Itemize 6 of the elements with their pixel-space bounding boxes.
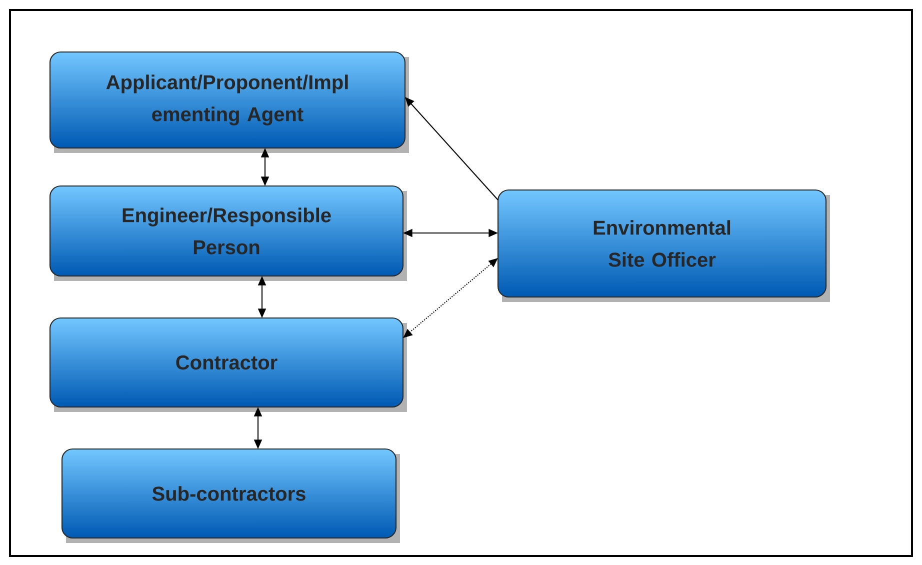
process-box: Sub-contractors xyxy=(61,448,397,539)
process-box: Engineer/Responsible Person xyxy=(49,185,404,277)
process-box: Applicant/Proponent/Impl ementing Agent xyxy=(49,51,406,149)
process-box: Contractor xyxy=(49,317,404,408)
process-box: Environmental Site Officer xyxy=(497,189,827,298)
arrow xyxy=(405,97,498,200)
